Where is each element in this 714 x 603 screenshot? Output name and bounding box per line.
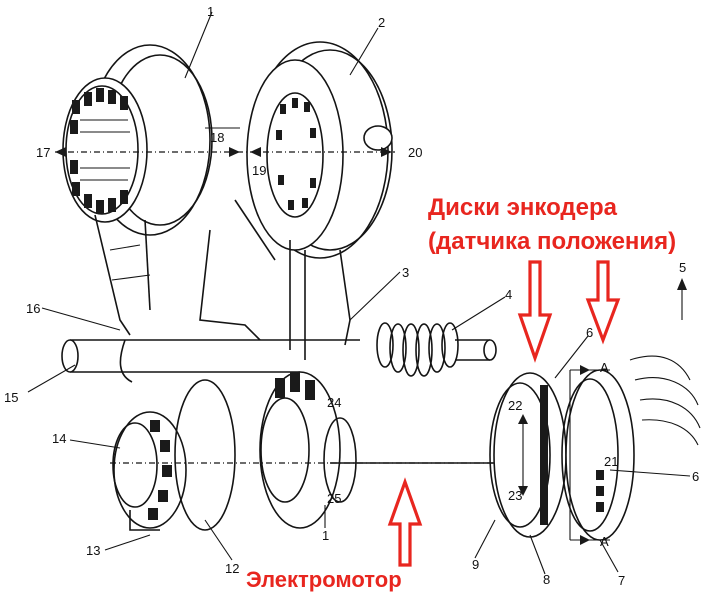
electric-motor-label: Электромотор bbox=[246, 567, 402, 592]
part-number-9: 9 bbox=[472, 557, 479, 572]
part-number-23: 23 bbox=[508, 488, 522, 503]
spring bbox=[376, 322, 497, 377]
part-number-21: 21 bbox=[604, 454, 618, 469]
part-number-13: 13 bbox=[86, 543, 100, 558]
part-number-25: 25 bbox=[327, 491, 341, 506]
encoder-discs-label-line2: (датчика положения) bbox=[428, 228, 677, 255]
encoder-arrow-right bbox=[585, 260, 621, 345]
part-number-8: 8 bbox=[543, 572, 550, 587]
part-number-22: 22 bbox=[508, 398, 522, 413]
left-shaft bbox=[61, 339, 360, 383]
part-number-3: 3 bbox=[402, 265, 409, 280]
electric-motor bbox=[174, 371, 357, 531]
part-number-14: 14 bbox=[52, 431, 66, 446]
toothed-hub-left bbox=[65, 85, 139, 215]
part-number-17: 17 bbox=[36, 145, 50, 160]
part-number-20: 20 bbox=[408, 145, 422, 160]
part-number-6-upper: 6 bbox=[586, 325, 593, 340]
part-number-24: 24 bbox=[327, 395, 341, 410]
upper-left-pulley bbox=[62, 44, 213, 236]
part-number-6-right: 6 bbox=[692, 469, 699, 484]
encoder-discs-label-line1: Диски энкодера bbox=[428, 194, 618, 221]
leader-lines bbox=[27, 11, 691, 575]
part-number-4: 4 bbox=[505, 287, 512, 302]
part-number-12: 12 bbox=[225, 561, 239, 576]
part-number-18: 18 bbox=[210, 130, 224, 145]
motor-arrow bbox=[387, 477, 423, 567]
upper-middle-pulley bbox=[246, 41, 393, 259]
lower-left-gear bbox=[112, 411, 187, 531]
section-a-top: A bbox=[600, 360, 609, 375]
encoder-disc bbox=[489, 372, 567, 538]
inner-hub-middle bbox=[276, 98, 316, 210]
frame bbox=[94, 199, 351, 360]
part-number-5: 5 bbox=[679, 260, 686, 275]
encoder-disc-right bbox=[561, 355, 701, 545]
part-number-15: 15 bbox=[4, 390, 18, 405]
section-a-bottom: A bbox=[600, 534, 609, 549]
part-number-16: 16 bbox=[26, 301, 40, 316]
part-numbers: 1 2 3 4 5 6 6 7 8 9 1 12 13 14 15 16 17 … bbox=[4, 4, 699, 588]
encoder-arrow-left bbox=[517, 260, 553, 363]
part-number-7: 7 bbox=[618, 573, 625, 588]
part-number-2: 2 bbox=[378, 15, 385, 30]
part-number-19: 19 bbox=[252, 163, 266, 178]
part-number-1-bottom: 1 bbox=[322, 528, 329, 543]
part-number-1-top: 1 bbox=[207, 4, 214, 19]
